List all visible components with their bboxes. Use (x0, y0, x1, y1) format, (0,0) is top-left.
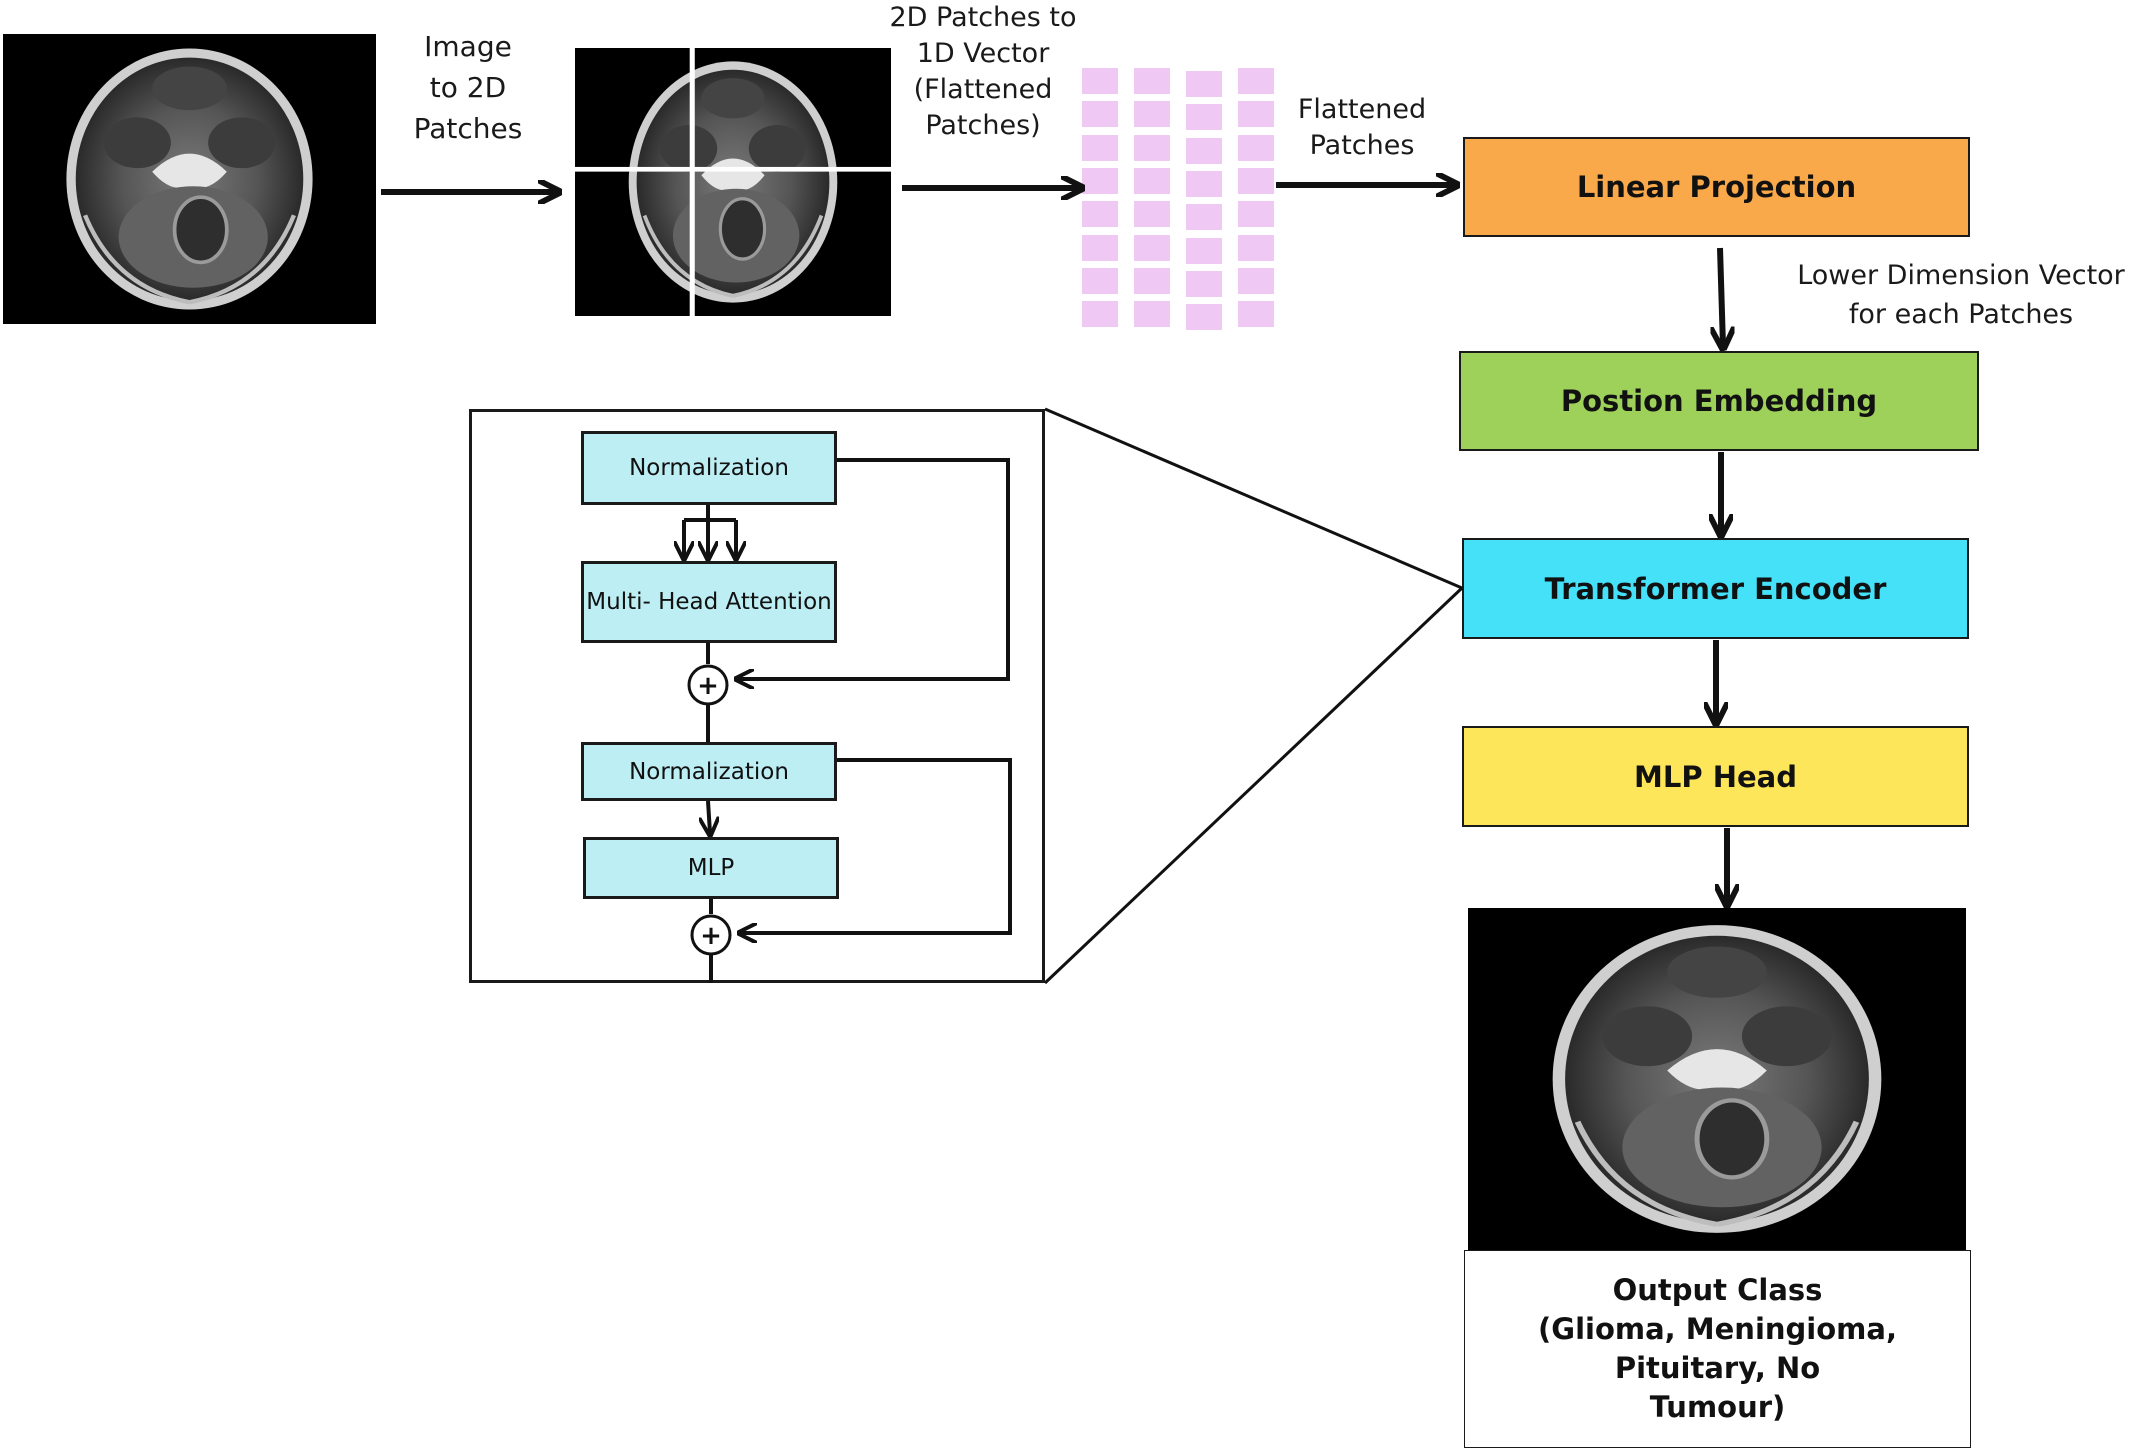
output-class-text: Output Class (Glioma, Meningioma, Pituit… (1538, 1273, 1897, 1424)
mlp-head-box: MLP Head (1462, 726, 1969, 827)
flattened-patches-label: Flattened Patches (1297, 94, 1427, 161)
flattened-patch (1134, 134, 1170, 161)
flattened-patch (1186, 304, 1222, 331)
flattened-patch (1238, 68, 1274, 94)
flattened-patch (1134, 68, 1170, 94)
add-node-1: + (687, 664, 729, 706)
output-mri-image (1468, 908, 1966, 1250)
flattened-patch (1186, 71, 1222, 97)
flow-arrows (381, 185, 1727, 903)
flattened-patch (1186, 237, 1222, 264)
patched-mri-image (575, 48, 891, 316)
flattened-patch (1238, 134, 1274, 161)
flattened-patch (1082, 201, 1118, 228)
flattened-patch (1082, 134, 1118, 161)
input-mri-image (3, 34, 376, 324)
flattened-patch (1134, 167, 1170, 194)
flattened-patch (1186, 270, 1222, 297)
svg-text:+: + (700, 921, 722, 951)
flattened-patch (1238, 267, 1274, 294)
output-class-box: Output Class (Glioma, Meningioma, Pituit… (1464, 1250, 1971, 1448)
flattened-patch (1238, 201, 1274, 228)
normalization-box-2: Normalization (581, 742, 837, 801)
mlp-box: MLP (583, 837, 839, 899)
position-embedding-box: Postion Embedding (1459, 351, 1979, 451)
normalization-box-1: Normalization (581, 431, 837, 505)
flattened-patch (1186, 204, 1222, 231)
flattened-patch (1082, 101, 1118, 128)
flattened-patch (1134, 101, 1170, 128)
transformer-encoder-box: Transformer Encoder (1462, 538, 1969, 639)
zoom-lines (1043, 407, 1464, 985)
flattened-patch (1238, 167, 1274, 194)
encoder-detail-panel (469, 409, 1045, 983)
flattened-patch (1082, 301, 1118, 328)
flattened-patch (1238, 101, 1274, 128)
flattened-patch (1134, 201, 1170, 228)
multi-head-attention-box: Multi- Head Attention (581, 561, 837, 643)
flattened-patch (1238, 234, 1274, 261)
flattened-patch (1082, 267, 1118, 294)
arrow-projection-to-embedding (1720, 247, 1723, 346)
flattened-patch (1082, 68, 1118, 94)
flattened-patch (1134, 267, 1170, 294)
patches-to-vector-label: 2D Patches to 1D Vector (Flattened Patch… (889, 2, 1077, 141)
lower-dimension-label: Lower Dimension Vector for each Patches (1797, 260, 2125, 330)
flattened-patch (1186, 170, 1222, 197)
flattened-patch (1082, 167, 1118, 194)
flattened-patch (1238, 301, 1274, 328)
flattened-patch-grid (1082, 68, 1276, 331)
flattened-patch (1186, 137, 1222, 164)
image-to-patches-label: Image to 2D Patches (413, 30, 523, 145)
flattened-patch (1082, 234, 1118, 261)
flattened-patch (1134, 301, 1170, 328)
svg-text:+: + (697, 671, 719, 701)
flattened-patch (1134, 234, 1170, 261)
linear-projection-box: Linear Projection (1463, 137, 1970, 237)
flattened-patch (1186, 104, 1222, 131)
add-node-2: + (690, 914, 732, 956)
encoder-inner-connectors (684, 458, 1012, 983)
